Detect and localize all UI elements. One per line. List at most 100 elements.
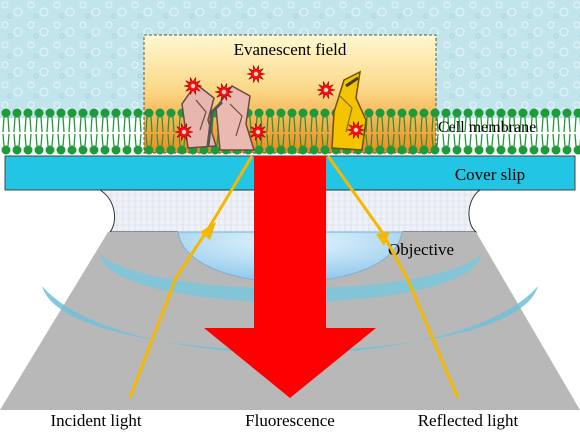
lipid-tail [101,116,109,133]
lipid-tail [442,133,450,147]
lipid-tail [431,133,439,147]
fluorescence-arrow [204,156,376,398]
lipid-head [441,145,451,155]
lipid-tail [464,116,472,133]
lipid-tail [552,116,560,133]
lipid-head [45,145,55,155]
lipid-tail [57,116,65,133]
lipid-tail [420,116,428,133]
lipid-head [111,145,121,155]
lipid-tail [453,116,461,133]
lipid-tail [123,116,131,133]
incident-light-ray [128,155,254,399]
lipid-head [529,108,539,118]
lipid-tail [90,116,98,133]
lipid-head [430,108,440,118]
lipid-tail [112,133,120,147]
lipid-tail [530,116,538,133]
lipid-head [133,145,143,155]
lipid-tail [321,116,329,133]
incident-arrowhead [200,222,216,240]
lipid-head [265,108,275,118]
lipid-tail [530,133,538,147]
lipid-head [507,145,517,155]
lipid-tail [409,133,417,147]
lipid-tail [2,116,10,133]
lipid-head [12,145,22,155]
cell-membrane-label: Cell membrane [438,119,536,136]
evanescent-field-label: Evanescent field [234,40,347,59]
lipid-tail [464,133,472,147]
lipid-head [45,108,55,118]
lipid-head [518,108,528,118]
fluorophores [174,65,366,141]
lipid-tail [156,116,164,133]
lipid-head [155,108,165,118]
lipid-head [540,108,550,118]
lipid-head [419,108,429,118]
lipid-tail [475,133,483,147]
lipid-head [562,145,572,155]
reflected-arrowhead [376,232,390,246]
lipid-head [298,145,308,155]
lipid-head [56,108,66,118]
lipid-head [89,145,99,155]
lipid-head [386,145,396,155]
lipid-head [408,108,418,118]
lipid-tail [2,133,10,147]
lipid-head [144,145,154,155]
lipid-tail [266,116,274,133]
lipid-head [111,108,121,118]
lipid-tail [68,116,76,133]
lipid-head [78,108,88,118]
lipid-tail [365,116,373,133]
lipid-head [100,108,110,118]
lipid-head [23,108,33,118]
lipid-tail [552,133,560,147]
lipid-head [507,108,517,118]
lipid-tail [486,116,494,133]
lipid-tail [112,116,120,133]
lipid-head [496,108,506,118]
lipid-tail [563,133,571,147]
lipid-tail [310,133,318,147]
lipid-tail [574,133,580,147]
lipid-tail [310,116,318,133]
fluorescence-label: Fluorescence [245,411,335,430]
fluorophore-core [253,71,259,77]
lipid-head [276,108,286,118]
lipid-tail [398,133,406,147]
lipid-tail [46,133,54,147]
lipid-head [551,108,561,118]
lipid-head [309,145,319,155]
lipid-tail [376,133,384,147]
lipid-head [452,145,462,155]
lipid-tail [574,116,580,133]
lipid-tail [387,116,395,133]
cover-slip-label: Cover slip [455,165,525,184]
fluorophore-core [353,127,359,133]
lipid-tail [35,116,43,133]
reflected-light-ray [326,155,460,399]
lipid-tail [508,116,516,133]
lipid-tail [167,133,175,147]
fluorophore-core [190,83,196,89]
lipid-head [122,145,132,155]
lipid-head [100,145,110,155]
lipid-head [364,145,374,155]
lipid-head [166,108,176,118]
lipid-head [518,145,528,155]
fluorophore-core [221,89,227,95]
lipid-head [320,145,330,155]
lipid-tail [486,133,494,147]
lipid-head [397,108,407,118]
lipid-tail [475,116,483,133]
incident-light-label: Incident light [50,411,141,430]
lipid-tail [541,116,549,133]
lipid-tail [453,133,461,147]
lipid-head [485,108,495,118]
lipid-head [452,108,462,118]
lipid-tail [167,116,175,133]
lipid-tail [420,133,428,147]
lipid-tail [277,133,285,147]
